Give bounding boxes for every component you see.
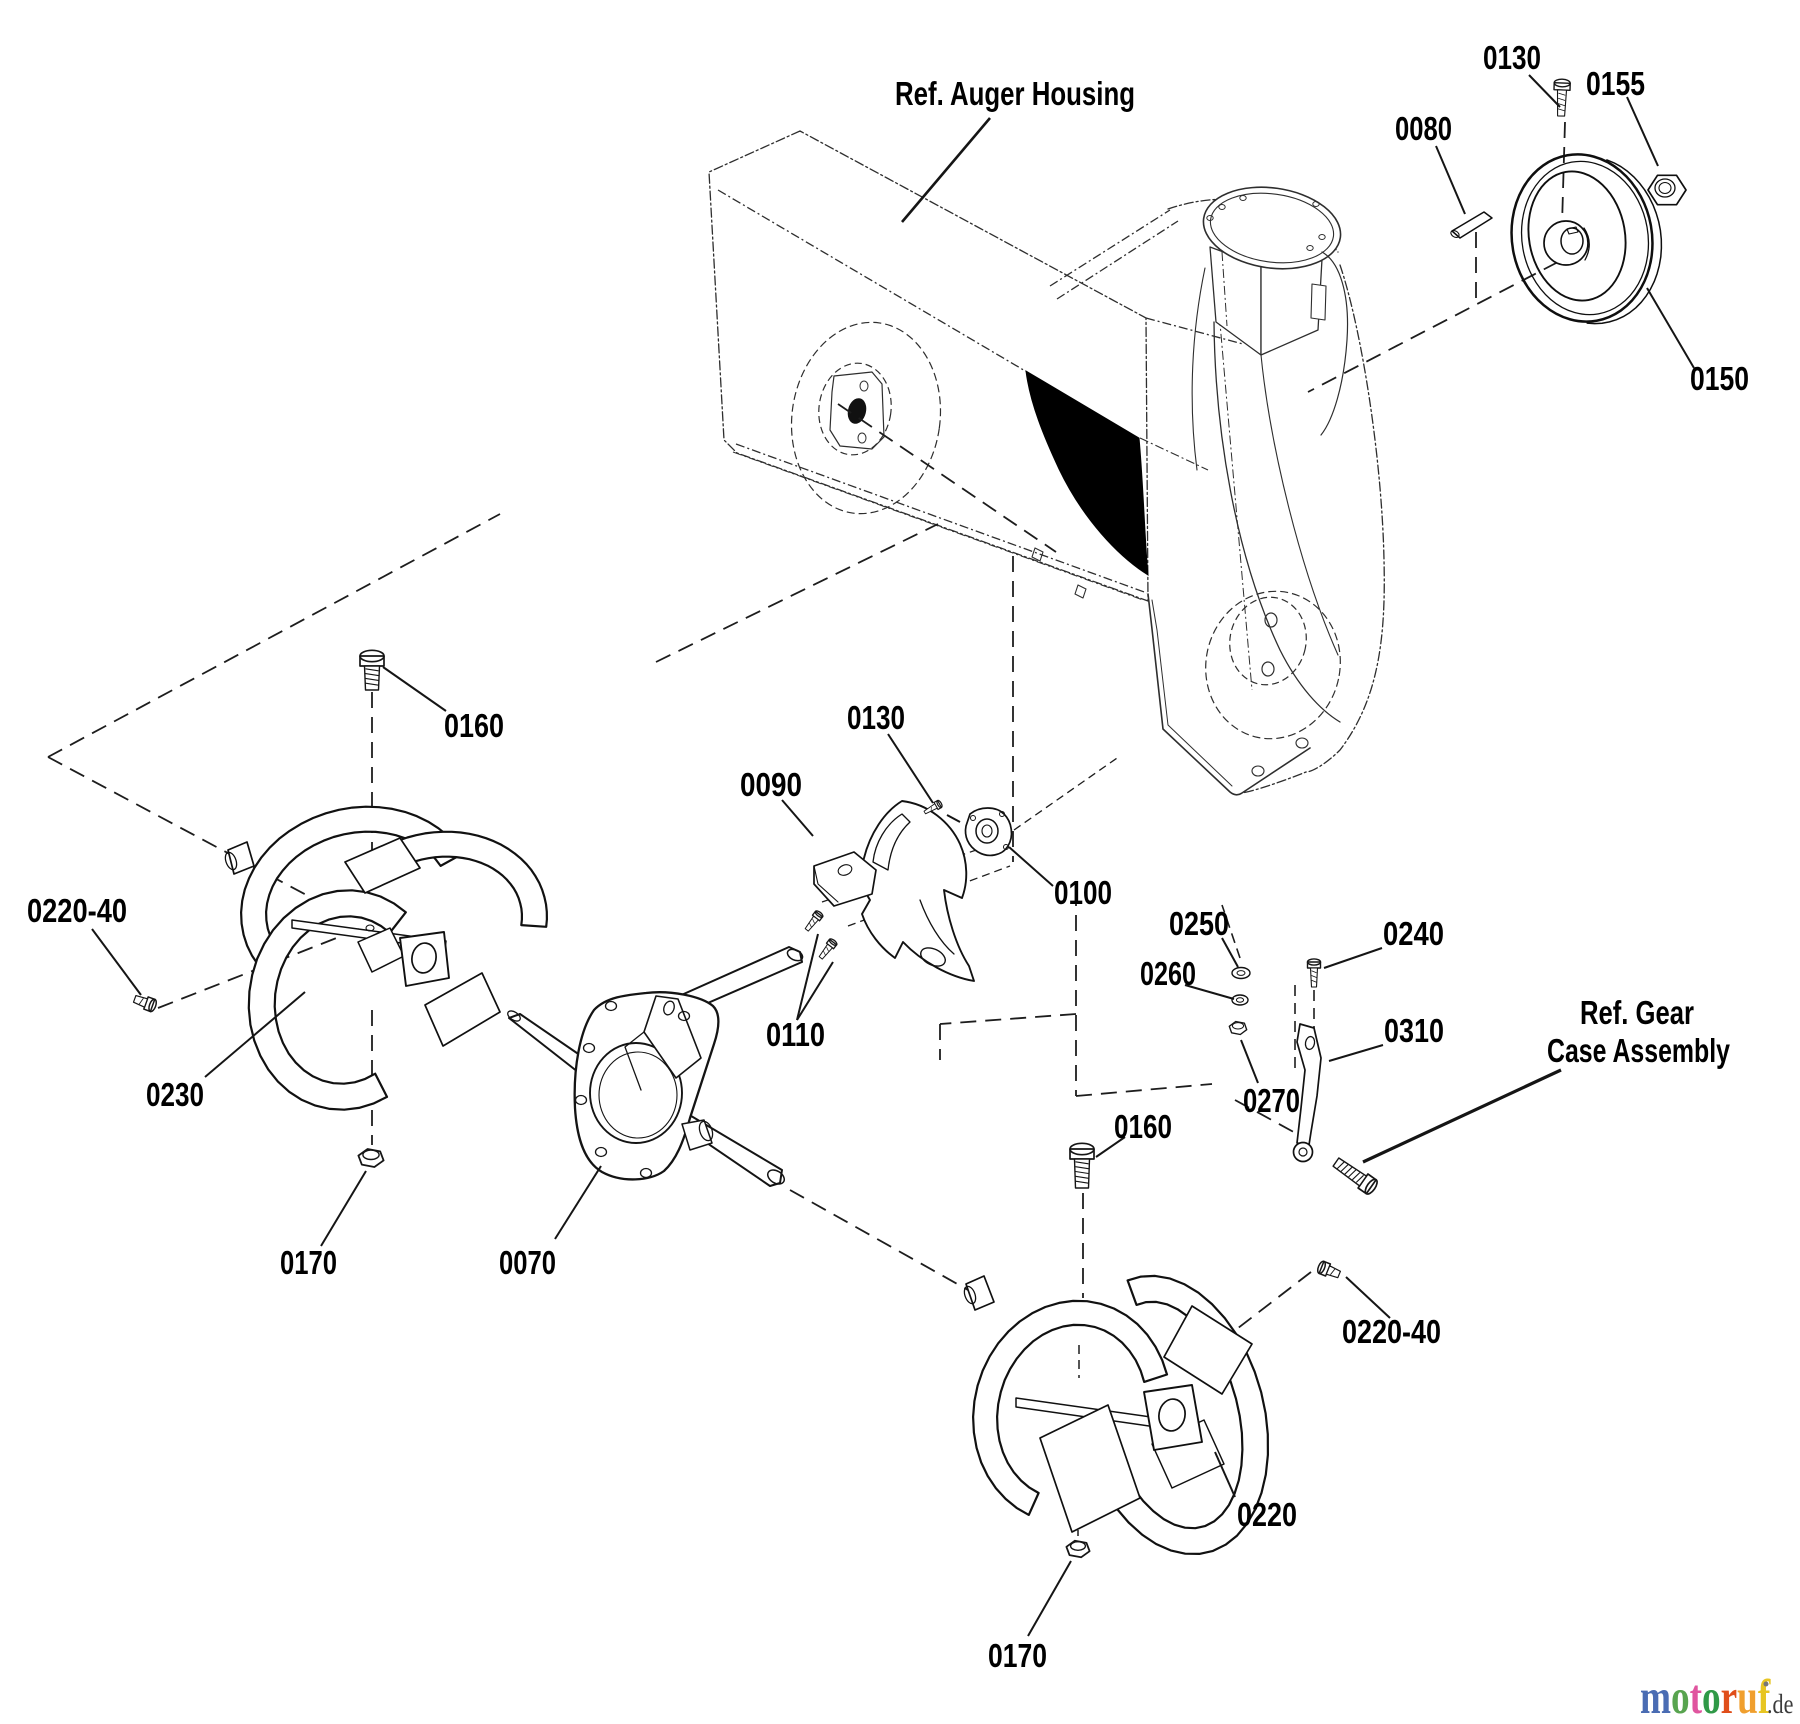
svg-text:0110: 0110	[766, 1016, 825, 1053]
svg-text:0240: 0240	[1383, 915, 1444, 952]
svg-text:0160: 0160	[444, 707, 504, 744]
svg-text:0230: 0230	[146, 1076, 204, 1113]
svg-text:0270: 0270	[1243, 1082, 1300, 1119]
svg-text:0160: 0160	[1114, 1108, 1172, 1145]
svg-text:0100: 0100	[1054, 874, 1112, 911]
svg-text:Ref. Gear: Ref. Gear	[1580, 994, 1694, 1031]
svg-text:0250: 0250	[1169, 905, 1229, 942]
svg-text:Case Assembly: Case Assembly	[1547, 1032, 1730, 1069]
svg-text:0170: 0170	[988, 1637, 1047, 1674]
svg-text:0220: 0220	[1237, 1496, 1297, 1533]
svg-text:0090: 0090	[740, 766, 802, 803]
svg-text:0220-40: 0220-40	[1342, 1313, 1441, 1350]
svg-text:0080: 0080	[1395, 110, 1452, 147]
svg-text:0170: 0170	[280, 1244, 337, 1281]
svg-text:0155: 0155	[1586, 65, 1645, 102]
svg-text:0260: 0260	[1140, 955, 1196, 992]
svg-text:motoruf: motoruf	[1640, 1670, 1771, 1724]
svg-text:0310: 0310	[1384, 1012, 1444, 1049]
svg-text:0130: 0130	[847, 699, 905, 736]
svg-text:.de: .de	[1767, 1690, 1793, 1720]
svg-text:0070: 0070	[499, 1244, 556, 1281]
svg-text:Ref. Auger Housing: Ref. Auger Housing	[895, 75, 1135, 112]
svg-text:0130: 0130	[1483, 39, 1541, 76]
svg-text:0150: 0150	[1690, 360, 1749, 397]
svg-text:0220-40: 0220-40	[27, 892, 127, 929]
